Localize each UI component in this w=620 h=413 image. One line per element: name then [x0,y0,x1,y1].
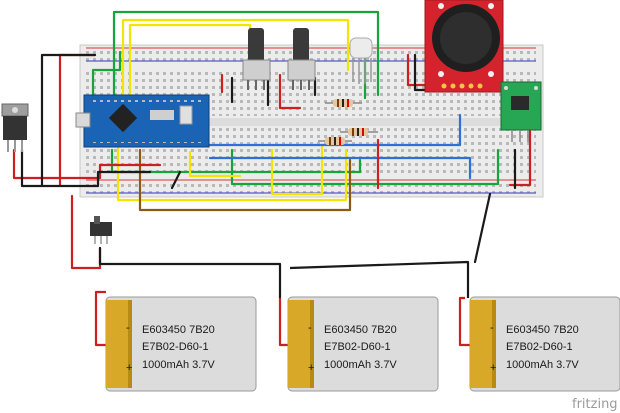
wire-yellow [121,18,350,97]
wire-green [110,148,362,174]
wire-red [12,148,162,180]
wire-green [91,50,122,97]
battery-model-label: E603450 7B20 [324,324,397,336]
slide-switch [90,216,112,244]
sensor-board [500,81,542,142]
potentiometer-1 [242,28,271,90]
wire-red [278,73,302,110]
wire-green [230,148,500,186]
battery-code-label: E7B02-D60-1 [506,341,573,353]
battery-plus-sign: + [308,362,314,374]
battery-capacity-label: 1000mAh 3.7V [506,359,579,371]
battery-1: - + E603450 7B20 E7B02-D60-1 1000mAh 3.7… [105,296,257,392]
wire-red [508,110,532,187]
wire-yellow [270,143,324,196]
battery-minus-sign: - [126,322,130,334]
resistor [340,128,378,136]
joystick-module [424,0,504,93]
wire-black [20,148,152,188]
wire-blue [118,113,462,147]
wire-yellow [116,146,348,202]
arduino-nano [75,94,210,148]
battery-wires [94,260,470,347]
wire-red [458,296,470,347]
wire-yellow [188,150,242,178]
wire-brown [138,148,352,212]
wire-green [112,10,380,97]
resistor [318,137,352,145]
wires [12,10,532,270]
battery-minus-sign: - [308,322,312,334]
battery-capacity-label: 1000mAh 3.7V [142,359,215,371]
battery-3: - + E603450 7B20 E7B02-D60-1 1000mAh 3.7… [469,296,620,392]
battery-plus-sign: + [490,362,496,374]
wire-red [278,298,288,347]
resistor [325,99,362,107]
battery-model-label: E603450 7B20 [506,324,579,336]
wire-black [473,192,492,264]
battery-plus-sign: + [126,362,132,374]
rgb-led [349,37,373,84]
battery-model-label: E603450 7B20 [142,324,215,336]
wire-black [106,262,282,298]
battery-code-label: E7B02-D60-1 [142,341,209,353]
fritzing-watermark: fritzing [572,397,618,412]
battery-2: - + E603450 7B20 E7B02-D60-1 1000mAh 3.7… [287,296,439,392]
voltage-regulator [1,103,29,152]
wire-black [289,260,470,298]
battery-minus-sign: - [490,322,494,334]
wire-black [98,246,108,266]
battery-code-label: E7B02-D60-1 [324,341,391,353]
wire-black [170,170,182,190]
wire-blue [208,156,472,180]
potentiometer-2 [287,28,316,90]
wire-black [40,53,97,187]
battery-capacity-label: 1000mAh 3.7V [324,359,397,371]
wire-red [94,290,108,347]
wire-red [406,53,434,87]
